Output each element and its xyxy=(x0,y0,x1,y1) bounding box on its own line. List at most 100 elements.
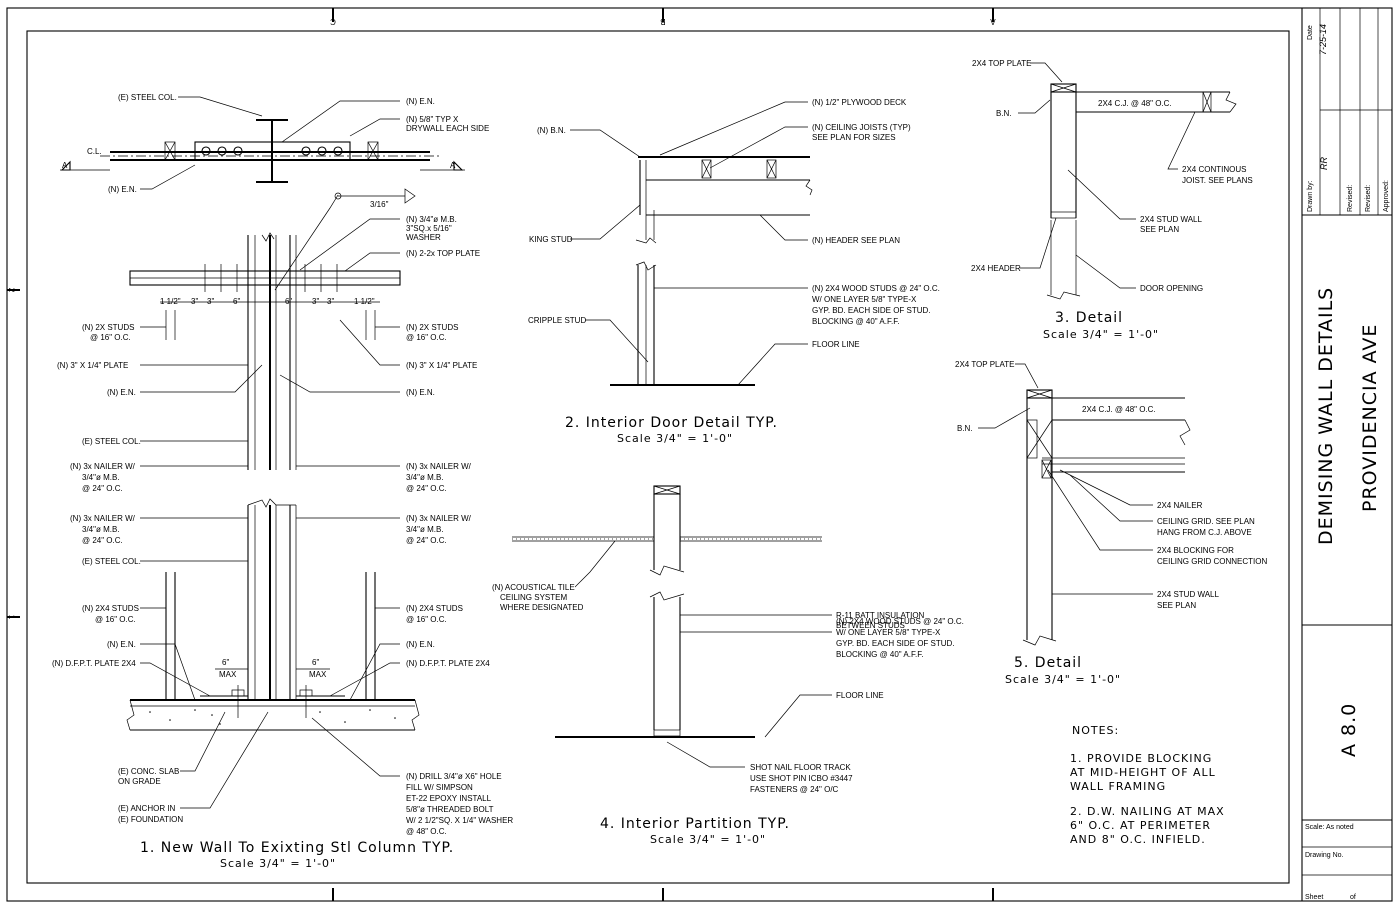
d4-studs-4: BLOCKING @ 40" A.F.F. xyxy=(836,650,923,659)
drill-line-6: @ 48" O.C. xyxy=(406,827,447,836)
d2-floor-label: FLOOR LINE xyxy=(812,340,860,349)
drill-line-1: (N) DRILL 3/4"ø X6" HOLE xyxy=(406,772,502,781)
sheet-number: A 8.0 xyxy=(1338,703,1360,757)
grid-mark-b: B xyxy=(660,17,665,26)
detail-4: (N) ACOUSTICAL TILE CEILING SYSTEM WHERE… xyxy=(492,485,964,846)
left-label-6a: (N) 3x NAILER W/ xyxy=(70,514,136,523)
right-label-6b: @ 16" O.C. xyxy=(406,615,447,624)
detail-5-scale: Scale 3/4" = 1'-0" xyxy=(1005,673,1121,686)
drill-line-2: FILL W/ SIMPSON xyxy=(406,783,473,792)
left-label-3: (N) E.N. xyxy=(107,388,136,397)
sheet-label: Sheet xyxy=(1305,894,1323,901)
section-a-left: A xyxy=(62,161,68,170)
detail-4-scale: Scale 3/4" = 1'-0" xyxy=(650,833,766,846)
sheet-title: DEMISING WALL DETAILS xyxy=(1315,287,1337,545)
max-right: MAX xyxy=(309,670,327,679)
revised-2-label: Revised: xyxy=(1365,185,1372,212)
slab-label-1: (E) CONC. SLAB xyxy=(118,767,179,776)
shot-line-1: SHOT NAIL FLOOR TRACK xyxy=(750,763,851,772)
d5-nailer: 2X4 NAILER xyxy=(1157,501,1203,510)
notes: NOTES: 1. PROVIDE BLOCKING AT MID-HEIGHT… xyxy=(1070,724,1225,846)
mb-label-2: 3"SQ.x 5/16" xyxy=(406,224,452,233)
detail-4-title: 4. Interior Partition TYP. xyxy=(600,816,790,832)
joists-label-1: (N) CEILING JOISTS (TYP) xyxy=(812,123,911,132)
detail-5: 2X4 TOP PLATE B.N. 2X4 C.J. @ 48" O.C. 2… xyxy=(955,360,1267,686)
dim-6: 3" xyxy=(312,297,319,306)
mb-label-3: WASHER xyxy=(406,233,441,242)
date-label: Date xyxy=(1307,25,1314,40)
d5-block-1: 2X4 BLOCKING FOR xyxy=(1157,546,1234,555)
header-label: (N) HEADER SEE PLAN xyxy=(812,236,900,245)
right-label-6a: (N) 2X4 STUDS xyxy=(406,604,463,613)
anchor-label-2: (E) FOUNDATION xyxy=(118,815,183,824)
tile-line-3: WHERE DESIGNATED xyxy=(500,603,584,612)
right-label-2: (N) 3" X 1/4" PLATE xyxy=(406,361,477,370)
d2-studs-4: BLOCKING @ 40" A.F.F. xyxy=(812,317,899,326)
anchor-label-1: (E) ANCHOR IN xyxy=(118,804,176,813)
d4-studs-3: GYP. BD. EACH SIDE OF STUD. xyxy=(836,639,955,648)
detail-1-scale: Scale 3/4" = 1'-0" xyxy=(220,857,336,870)
date-value: 7-25-14 xyxy=(1318,24,1328,55)
right-label-5b: 3/4"ø M.B. xyxy=(406,525,444,534)
tile-line-1: (N) ACOUSTICAL TILE xyxy=(492,583,575,592)
inner-border xyxy=(26,30,1290,884)
grid-marks: C B A 2 1 xyxy=(7,8,996,901)
dim-3: 3" xyxy=(207,297,214,306)
joists-label-2: SEE PLAN FOR SIZES xyxy=(812,133,896,142)
detail-3-title: 3. Detail xyxy=(1055,310,1123,326)
dim-7: 3" xyxy=(327,297,334,306)
d3-continous-2: JOIST. SEE PLANS xyxy=(1182,176,1253,185)
plywood-label: (N) 1/2" PLYWOOD DECK xyxy=(812,98,907,107)
right-label-5a: (N) 3x NAILER W/ xyxy=(406,514,472,523)
dim-1: 1 1/2" xyxy=(160,297,181,306)
outer-border xyxy=(6,7,1393,902)
section-a-right: A xyxy=(450,161,456,170)
right-label-1a: (N) 2X STUDS xyxy=(406,323,458,332)
plan-drywall-2: DRYWALL EACH SIDE xyxy=(406,124,489,133)
d5-bn: B.N. xyxy=(957,424,973,433)
left-label-8b: @ 16" O.C. xyxy=(95,615,136,624)
d5-cj: 2X4 C.J. @ 48" O.C. xyxy=(1082,405,1156,414)
note-1-line-1: 1. PROVIDE BLOCKING xyxy=(1070,752,1212,765)
right-label-7: (N) E.N. xyxy=(406,640,435,649)
steel-column-upper xyxy=(165,232,376,470)
detail-1-plan: A A (E) STEEL COL. C.L. (N) E.N. (N) E.N… xyxy=(60,93,489,194)
drawn-by-value: RR xyxy=(1319,157,1329,170)
left-label-5b: 3/4"ø M.B. xyxy=(82,473,120,482)
left-label-1a: (N) 2X STUDS xyxy=(82,323,134,332)
drawn-by-label: Drawn by: xyxy=(1307,180,1314,212)
d5-stud-1: 2X4 STUD WALL xyxy=(1157,590,1219,599)
detail-5-title: 5. Detail xyxy=(1014,655,1082,671)
d2-studs-1: (N) 2X4 WOOD STUDS @ 24" O.C. xyxy=(812,284,940,293)
right-label-5c: @ 24" O.C. xyxy=(406,536,447,545)
grid-mark-1: 1 xyxy=(7,615,16,620)
right-label-4a: (N) 3x NAILER W/ xyxy=(406,462,472,471)
left-label-8a: (N) 2X4 STUDS xyxy=(82,604,139,613)
left-label-5c: @ 24" O.C. xyxy=(82,484,123,493)
d2-studs-3: GYP. BD. EACH SIDE OF STUD. xyxy=(812,306,931,315)
note-1-line-2: AT MID-HEIGHT OF ALL xyxy=(1070,766,1216,779)
detail-3: 2X4 TOP PLATE B.N. 2X4 C.J. @ 48" O.C. 2… xyxy=(971,59,1253,341)
concrete-slab xyxy=(126,699,420,731)
drawing-no-label: Drawing No. xyxy=(1305,852,1344,859)
grid-mark-c: C xyxy=(330,17,336,26)
d3-stud-wall-2: SEE PLAN xyxy=(1140,225,1179,234)
slab-label-2: ON GRADE xyxy=(118,777,161,786)
d2-studs-2: W/ ONE LAYER 5/8" TYPE-X xyxy=(812,295,917,304)
dim-2: 3" xyxy=(191,297,198,306)
revised-1-label: Revised: xyxy=(1347,185,1354,212)
right-label-3: (N) E.N. xyxy=(406,388,435,397)
note-2-line-1: 2. D.W. NAILING AT MAX xyxy=(1070,805,1225,818)
bn-label: (N) B.N. xyxy=(537,126,566,135)
plan-en-left: (N) E.N. xyxy=(108,185,137,194)
notes-heading: NOTES: xyxy=(1072,724,1119,737)
d5-stud-2: SEE PLAN xyxy=(1157,601,1196,610)
cripple-label: CRIPPLE STUD xyxy=(528,316,586,325)
d3-bn: B.N. xyxy=(996,109,1012,118)
dim-5: 6" xyxy=(285,297,292,306)
d4-studs-1: (N) 2X4 WOOD STUDS @ 24" O.C. xyxy=(836,617,964,626)
title-block: Date 7-25-14 Drawn by: RR Revised: Revis… xyxy=(1302,8,1392,901)
left-label-6b: 3/4"ø M.B. xyxy=(82,525,120,534)
project-name: PROVIDENCIA AVE xyxy=(1359,324,1381,512)
max-left: MAX xyxy=(219,670,237,679)
